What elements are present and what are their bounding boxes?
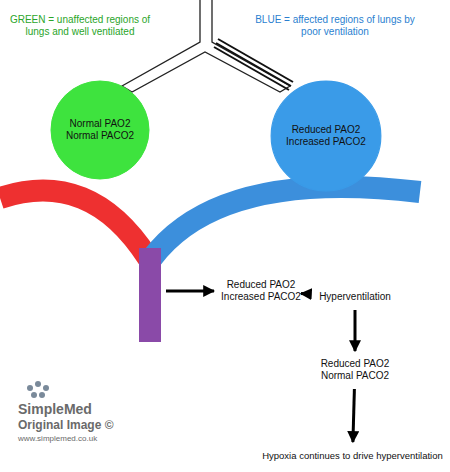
- logo-icon: [27, 381, 49, 398]
- node-text: Hyperventilation: [319, 291, 391, 303]
- text-node: Reduced PAO2Normal PACO2: [310, 355, 400, 385]
- legend-note: BLUE = affected regions of lungs by poor…: [245, 14, 425, 38]
- oxygenated-vessel: [0, 191, 148, 259]
- mixed-vessel: [139, 248, 161, 342]
- node-text: Normal PAO2: [70, 118, 131, 130]
- node-text: Normal PACO2: [321, 370, 389, 382]
- legend-note: GREEN = unaffected regions of lungs and …: [5, 14, 155, 38]
- node-text: Increased PACO2: [286, 136, 366, 148]
- logo-text: SimpleMed: [18, 401, 138, 417]
- airway: [122, 0, 290, 92]
- node-text: Hypoxia continues to drive hyperventilat…: [262, 450, 443, 462]
- flow-arrow: [301, 292, 310, 296]
- deoxygenated-vessel: [152, 187, 420, 258]
- text-node: Hypoxia continues to drive hyperventilat…: [255, 446, 450, 466]
- flow-arrow: [354, 310, 357, 351]
- node-text: Reduced PAO2: [321, 358, 390, 370]
- node-text: Increased PACO2: [221, 291, 301, 303]
- node-text: Normal PACO2: [66, 130, 134, 142]
- copyright-text: Original Image ©: [18, 418, 158, 432]
- airway-obstruction: [214, 39, 293, 90]
- flow-arrow: [353, 389, 355, 442]
- node-text: Reduced PAO2: [292, 124, 361, 136]
- text-node: Hyperventilation: [305, 288, 405, 306]
- node-text: Reduced PAO2: [227, 279, 296, 291]
- arrow: [166, 290, 214, 293]
- alveolus-circle: Reduced PAO2Increased PACO2: [270, 80, 382, 192]
- text-node: Reduced PAO2Increased PACO2: [216, 276, 306, 306]
- alveolus-circle: Normal PAO2Normal PACO2: [50, 80, 150, 180]
- website-text: www.simplemed.co.uk: [18, 434, 158, 444]
